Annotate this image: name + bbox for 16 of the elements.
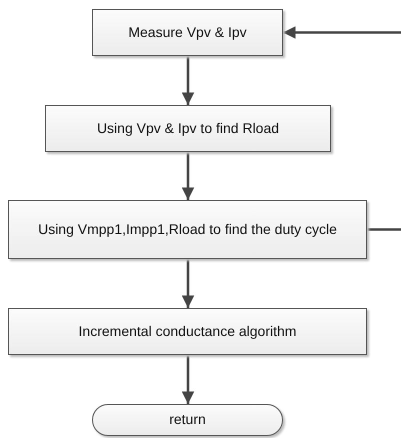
- arrow: [182, 152, 194, 200]
- step-text: Using Vpv & Ipv to find Rload: [96, 120, 280, 138]
- arrow: [182, 259, 194, 308]
- process-box: [45, 105, 331, 152]
- step-text: return: [168, 411, 207, 429]
- arrow: [283, 26, 401, 39]
- arrow: [182, 355, 194, 404]
- step-text: Using Vmpp1,Impp1,Rload to find the duty cycle: [37, 220, 338, 238]
- step-text: Measure Vpv & Ipv: [127, 24, 248, 42]
- connector-line: [367, 228, 401, 231]
- arrow: [182, 56, 194, 105]
- process-box: [92, 9, 283, 56]
- step-text: Incremental conductance algorithm: [78, 322, 298, 340]
- process-box: [8, 200, 367, 259]
- terminal-box: [92, 404, 283, 436]
- process-box: [8, 308, 367, 355]
